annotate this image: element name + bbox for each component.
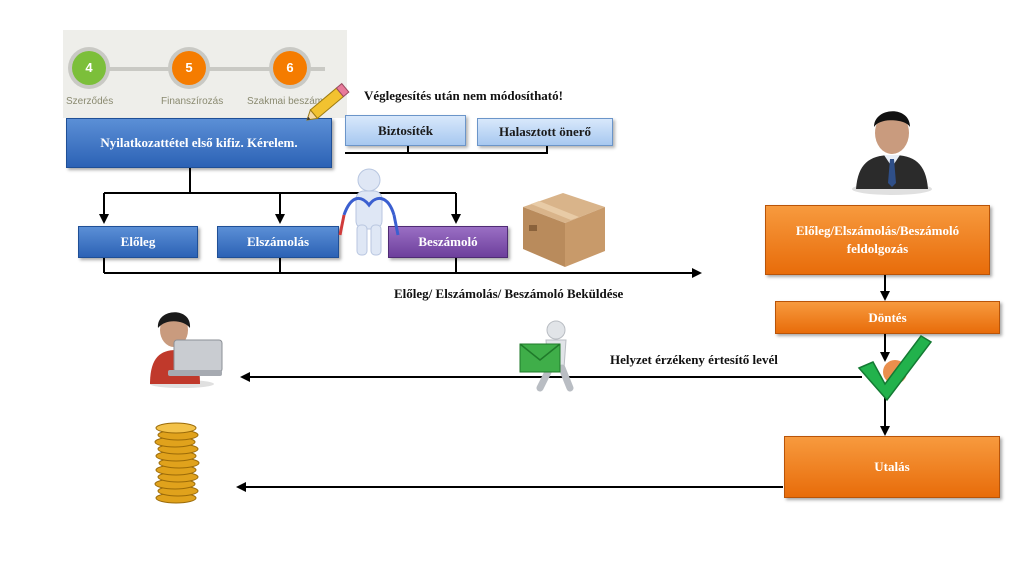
deferred-own-funds-box[interactable]: Halasztott önerő — [477, 118, 613, 146]
declaration-box[interactable]: Nyilatkozattétel első kifiz. Kérelem. — [66, 118, 332, 168]
step-circle-6[interactable]: 6 — [273, 51, 307, 85]
report-box[interactable]: Beszámoló — [388, 226, 508, 258]
submit-label: Előleg/ Elszámolás/ Beszámoló Beküldése — [394, 286, 624, 301]
mail-courier-icon — [519, 320, 574, 392]
decision-box[interactable]: Döntés — [775, 301, 1000, 334]
checkmark-icon — [857, 335, 933, 402]
coins-icon — [154, 422, 200, 504]
businessman-icon — [852, 111, 932, 195]
step-circle-5[interactable]: 5 — [172, 51, 206, 85]
step-label-report: Szakmai beszám — [247, 96, 324, 107]
advance-box[interactable]: Előleg — [78, 226, 198, 258]
pencil-icon — [306, 82, 350, 121]
guarantee-box[interactable]: Biztosíték — [345, 115, 466, 146]
transfer-box[interactable]: Utalás — [784, 436, 1000, 498]
finalize-note: Véglegesítés után nem módosítható! — [364, 88, 563, 103]
package-icon — [523, 193, 605, 267]
step-label-financing: Finanszírozás — [161, 96, 224, 107]
step-circle-4[interactable]: 4 — [72, 51, 106, 85]
processing-box[interactable]: Előleg/Elszámolás/Beszámoló feldolgozás — [765, 205, 990, 275]
user-laptop-icon — [150, 312, 223, 388]
person-ribbon-icon — [338, 168, 400, 256]
step-label-contract: Szerződés — [66, 96, 114, 107]
notification-label: Helyzet érzékeny értesítő levél — [610, 352, 778, 367]
step-progress-bar: 4 5 6 Szerződés Finanszírozás Szakmai be… — [63, 30, 347, 118]
settlement-box[interactable]: Elszámolás — [217, 226, 339, 258]
